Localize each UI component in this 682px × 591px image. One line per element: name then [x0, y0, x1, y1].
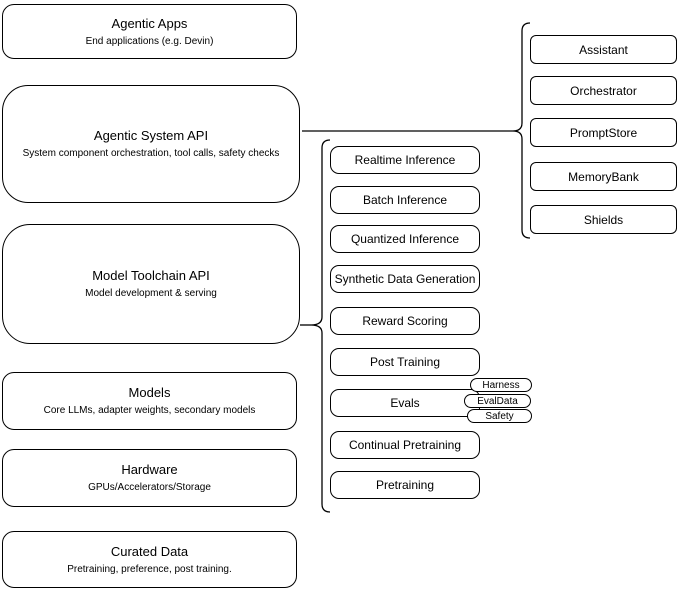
toolchain-item-evals: Evals: [330, 389, 480, 417]
toolchain-item-synthetic-data-generation: Synthetic Data Generation: [330, 265, 480, 293]
eval-tag-label: Harness: [482, 379, 520, 391]
eval-tag-harness: Harness: [470, 378, 532, 392]
toolchain-item-post-training: Post Training: [330, 348, 480, 376]
toolchain-item-reward-scoring: Reward Scoring: [330, 307, 480, 335]
toolchain-item-label: Batch Inference: [362, 193, 448, 207]
eval-tag-evaldata: EvalData: [464, 394, 531, 408]
component-label: PromptStore: [569, 125, 638, 140]
components-group-brace: [512, 22, 531, 239]
box-subtitle: End applications (e.g. Devin): [85, 35, 214, 47]
toolchain-item-realtime-inference: Realtime Inference: [330, 146, 480, 174]
box-model-toolchain-api: Model Toolchain API Model development & …: [2, 224, 300, 344]
toolchain-group-brace: [310, 139, 331, 513]
eval-tag-safety: Safety: [467, 409, 532, 423]
box-agentic-system-api: Agentic System API System component orch…: [2, 85, 300, 203]
eval-tag-label: EvalData: [477, 395, 518, 407]
box-title: Model Toolchain API: [92, 268, 210, 283]
box-title: Curated Data: [110, 543, 189, 559]
toolchain-item-label: Reward Scoring: [362, 314, 448, 328]
component-label: Assistant: [579, 42, 628, 57]
toolchain-item-batch-inference: Batch Inference: [330, 186, 480, 214]
box-title: Hardware: [121, 462, 178, 477]
toolchain-item-quantized-inference: Quantized Inference: [330, 225, 480, 253]
toolchain-item-label: Quantized Inference: [350, 232, 460, 246]
box-subtitle: System component orchestration, tool cal…: [22, 148, 280, 159]
box-models: Models Core LLMs, adapter weights, secon…: [2, 372, 297, 430]
toolchain-item-label: Synthetic Data Generation: [334, 272, 476, 286]
toolchain-item-label: Pretraining: [375, 478, 435, 492]
box-agentic-apps: Agentic Apps End applications (e.g. Devi…: [2, 4, 297, 59]
toolchain-item-label: Continual Pretraining: [348, 438, 462, 452]
component-promptstore: PromptStore: [530, 118, 677, 147]
toolchain-item-pretraining: Pretraining: [330, 471, 480, 499]
component-label: Shields: [583, 212, 624, 227]
toolchain-item-label: Realtime Inference: [354, 153, 456, 167]
toolchain-item-label: Evals: [390, 396, 420, 410]
component-assistant: Assistant: [530, 35, 677, 64]
box-title: Agentic System API: [93, 128, 209, 143]
box-subtitle: Core LLMs, adapter weights, secondary mo…: [43, 405, 256, 416]
eval-tag-label: Safety: [485, 410, 514, 422]
toolchain-item-continual-pretraining: Continual Pretraining: [330, 431, 480, 459]
component-orchestrator: Orchestrator: [530, 76, 677, 105]
box-title: Models: [128, 385, 171, 400]
component-label: Orchestrator: [570, 83, 637, 98]
component-label: MemoryBank: [568, 169, 639, 184]
component-memorybank: MemoryBank: [530, 162, 677, 191]
box-subtitle: Model development & serving: [85, 288, 217, 299]
box-title: Agentic Apps: [111, 15, 188, 31]
component-shields: Shields: [530, 205, 677, 234]
box-hardware: Hardware GPUs/Accelerators/Storage: [2, 449, 297, 507]
box-curated-data: Curated Data Pretraining, preference, po…: [2, 531, 297, 588]
box-subtitle: GPUs/Accelerators/Storage: [88, 482, 211, 493]
toolchain-item-label: Post Training: [369, 355, 441, 369]
box-subtitle: Pretraining, preference, post training.: [67, 563, 232, 575]
